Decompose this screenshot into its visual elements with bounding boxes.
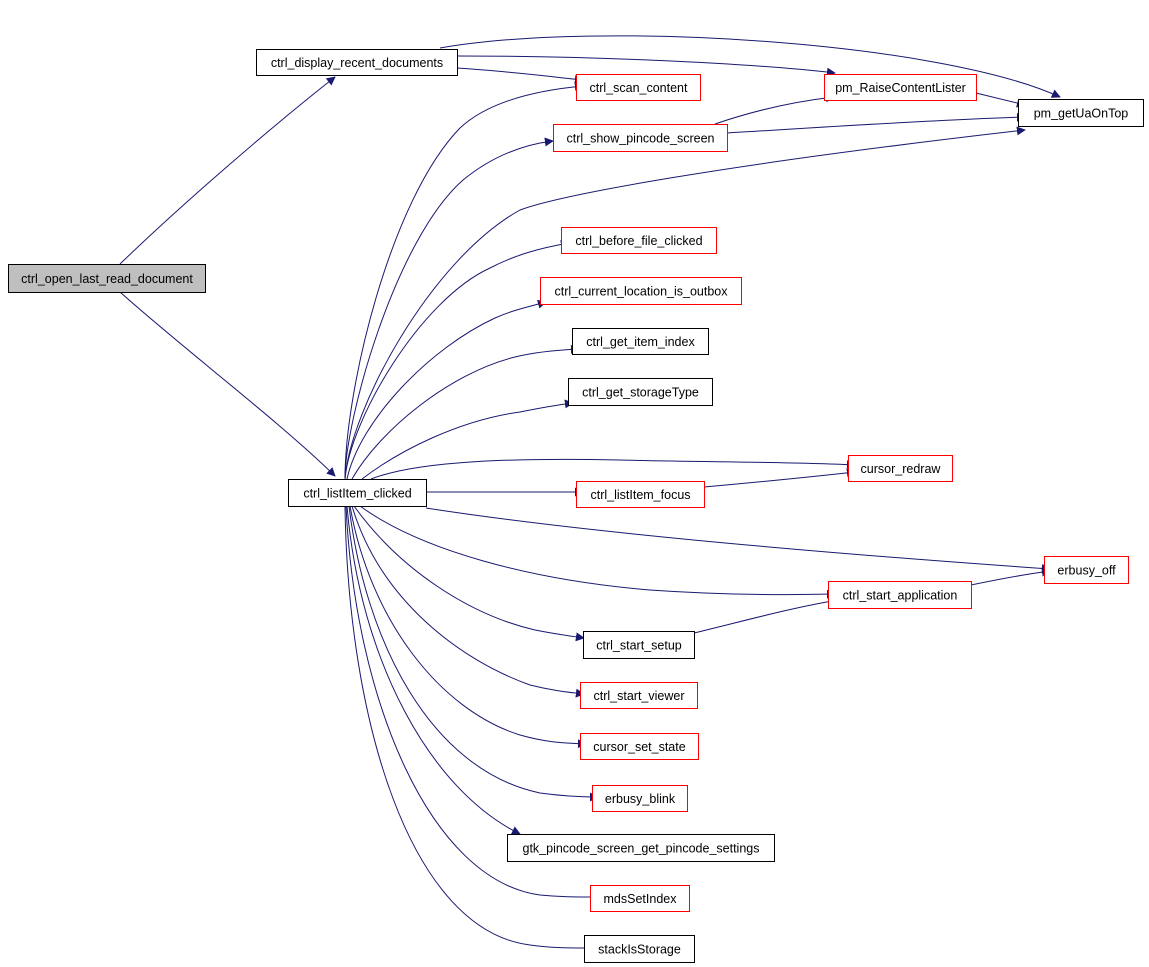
node-label: mdsSetIndex (604, 892, 678, 906)
node-label: pm_RaiseContentLister (835, 81, 966, 95)
node-erbusy-blink[interactable]: erbusy_blink (592, 785, 688, 812)
node-cursor-redraw[interactable]: cursor_redraw (848, 455, 953, 482)
node-box (828, 581, 972, 609)
node-label: gtk_pincode_screen_get_pincode_settings (523, 842, 760, 856)
node-label: ctrl_start_setup (596, 639, 682, 653)
edge-root-to-listitem_clicked (119, 291, 336, 477)
edge-start_application-to-erbusy_off (970, 567, 1051, 586)
edge-listitem_clicked-to-start_viewer (351, 505, 585, 698)
node-box (576, 74, 701, 101)
edge-listitem_clicked-to-current_location (346, 299, 547, 480)
edge-listitem_clicked-to-mds_set_index (345, 505, 599, 902)
node-box (1044, 556, 1129, 584)
node-start-setup[interactable]: ctrl_start_setup (583, 631, 695, 659)
node-box (824, 74, 977, 101)
node-before-file[interactable]: ctrl_before_file_clicked (561, 227, 717, 254)
edge-display_recent-to-get_ua_on_top (439, 35, 1061, 98)
node-cursor-set-state[interactable]: cursor_set_state (580, 733, 699, 760)
edge-display_recent-to-raise_content (456, 55, 836, 77)
node-label: ctrl_listItem_clicked (303, 487, 411, 501)
node-box (507, 834, 775, 862)
node-box (561, 227, 717, 254)
node-start-application[interactable]: ctrl_start_application (828, 581, 972, 609)
node-label: ctrl_start_application (843, 589, 958, 603)
node-listitem-focus[interactable]: ctrl_listItem_focus (576, 481, 705, 508)
edge-listitem_clicked-to-get_ua_on_top (344, 126, 1026, 480)
edge-listitem_clicked-to-gtk_pincode (346, 505, 521, 835)
node-gtk-pincode[interactable]: gtk_pincode_screen_get_pincode_settings (507, 834, 775, 862)
node-label: ctrl_get_storageType (582, 386, 699, 400)
node-mds-set-index[interactable]: mdsSetIndex (590, 885, 690, 912)
node-root: ctrl_open_last_read_document (8, 264, 206, 293)
node-label: erbusy_off (1057, 564, 1116, 578)
node-label: ctrl_display_recent_documents (271, 56, 443, 70)
edge-listitem_clicked-to-get_item_index (351, 344, 580, 480)
node-box (572, 328, 709, 355)
node-label: ctrl_start_viewer (594, 689, 685, 703)
node-current-location[interactable]: ctrl_current_location_is_outbox (540, 277, 742, 305)
node-box (848, 455, 953, 482)
node-box (583, 631, 695, 659)
edge-start_setup-to-start_application (693, 596, 839, 634)
nodes-layer: ctrl_open_last_read_document ctrl_display… (8, 49, 1144, 963)
edges-layer (119, 35, 1061, 953)
node-box (576, 481, 705, 508)
node-box (256, 49, 458, 76)
edge-listitem_clicked-to-erbusy_off (425, 507, 1051, 573)
edge-display_recent-to-scan_content (456, 67, 584, 84)
node-box (592, 785, 688, 812)
node-label: pm_getUaOnTop (1034, 107, 1129, 121)
node-label: cursor_redraw (861, 462, 942, 476)
node-get-ua-on-top[interactable]: pm_getUaOnTop (1018, 99, 1144, 127)
node-listitem-clicked[interactable]: ctrl_listItem_clicked (288, 479, 427, 507)
edge-listitem_clicked-to-stack_is_storage (344, 505, 593, 953)
node-box (580, 682, 698, 709)
node-label: ctrl_show_pincode_screen (566, 132, 714, 146)
node-box (288, 479, 427, 507)
edge-listitem_clicked-to-get_storage_type (361, 399, 574, 480)
node-box (590, 885, 690, 912)
edge-listitem_clicked-to-cursor_set_state (349, 505, 587, 749)
node-display-recent[interactable]: ctrl_display_recent_documents (256, 49, 458, 76)
node-label: ctrl_open_last_read_document (21, 272, 193, 286)
edge-listitem_clicked-to-cursor_redraw (370, 458, 856, 480)
node-erbusy-off[interactable]: erbusy_off (1044, 556, 1129, 584)
node-box (553, 124, 728, 152)
node-get-storage-type[interactable]: ctrl_get_storageType (568, 378, 713, 406)
node-start-viewer[interactable]: ctrl_start_viewer (580, 682, 698, 709)
edge-listitem_focus-to-cursor_redraw (703, 468, 856, 488)
node-stack-is-storage[interactable]: stackIsStorage (584, 935, 695, 963)
edge-show_pincode-to-raise_content (714, 93, 835, 125)
edge-root-to-display_recent (119, 76, 336, 265)
node-label: cursor_set_state (593, 740, 685, 754)
edge-show_pincode-to-get_ua_on_top (726, 112, 1026, 134)
edge-listitem_clicked-to-scan_content (344, 82, 584, 480)
edge-listitem_clicked-to-start_setup (353, 505, 585, 642)
node-box (580, 733, 699, 760)
node-box (584, 935, 695, 963)
node-box (540, 277, 742, 305)
node-show-pincode[interactable]: ctrl_show_pincode_screen (553, 124, 728, 152)
node-box (1018, 99, 1144, 127)
node-scan-content[interactable]: ctrl_scan_content (576, 74, 701, 101)
node-label: ctrl_before_file_clicked (575, 234, 702, 248)
edge-listitem_clicked-to-start_application (359, 505, 836, 599)
node-label: stackIsStorage (598, 943, 681, 957)
node-raise-content[interactable]: pm_RaiseContentLister (824, 74, 977, 101)
node-box (8, 264, 206, 293)
edge-raise_content-to-get_ua_on_top (975, 92, 1026, 108)
edge-listitem_clicked-to-show_pincode (344, 137, 554, 480)
edge-listitem_clicked-to-before_file (344, 239, 570, 480)
node-label: erbusy_blink (605, 792, 676, 806)
node-box (568, 378, 713, 406)
edge-listitem_clicked-to-erbusy_blink (348, 505, 599, 802)
node-get-item-index[interactable]: ctrl_get_item_index (572, 328, 709, 355)
node-label: ctrl_listItem_focus (590, 488, 690, 502)
node-label: ctrl_current_location_is_outbox (554, 285, 728, 299)
node-label: ctrl_scan_content (590, 81, 689, 95)
node-label: ctrl_get_item_index (586, 335, 695, 349)
